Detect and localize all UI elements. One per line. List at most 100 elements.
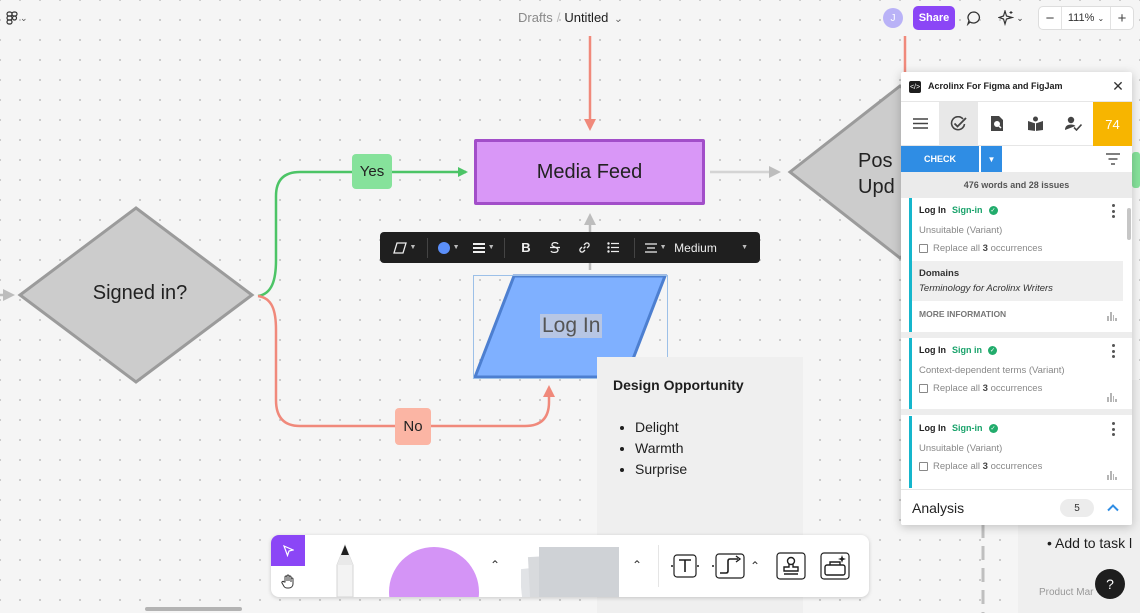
chevron-down-icon[interactable]: ⌄ — [614, 14, 622, 24]
code-icon: </> — [909, 81, 921, 93]
more-options-icon[interactable] — [1109, 344, 1117, 358]
chevron-down-icon: ⌄ — [1016, 12, 1024, 23]
analysis-label: Analysis — [912, 500, 965, 516]
issue-term: Log In — [919, 423, 946, 433]
replace-all-checkbox[interactable]: Replace all 3 occurrences — [919, 383, 1042, 394]
shape-picker-button[interactable]: ▼ — [388, 232, 421, 263]
share-button[interactable]: Share — [913, 6, 955, 30]
analysis-count-badge: 5 — [1060, 499, 1094, 517]
strikethrough-button[interactable] — [541, 232, 570, 263]
no-label-tag[interactable]: No — [395, 408, 431, 445]
font-size-dropdown[interactable]: Medium ▼ — [670, 232, 752, 263]
card-divider — [901, 332, 1132, 338]
link-button[interactable] — [570, 232, 599, 263]
login-text-editing[interactable]: Log In — [540, 314, 603, 338]
fill-color-button[interactable]: ▼ — [434, 232, 463, 263]
zoom-level: 111% — [1067, 12, 1095, 24]
check-badge-icon — [950, 115, 967, 130]
tab-review[interactable] — [1055, 102, 1093, 145]
figma-menu-button[interactable]: ⌄ — [6, 9, 32, 27]
checkbox-icon — [919, 384, 928, 393]
bar-chart-icon[interactable] — [1107, 471, 1117, 480]
chevron-up-icon[interactable] — [1105, 500, 1121, 516]
horizontal-scrollbar[interactable] — [145, 607, 242, 611]
stroke-weight-button[interactable]: ▼ — [469, 232, 498, 263]
bar-chart-icon[interactable] — [1107, 312, 1117, 321]
decision-diamond-signed-in[interactable] — [17, 206, 255, 384]
tab-guidance[interactable] — [1016, 102, 1054, 145]
replace-all-checkbox[interactable]: Replace all 3 occurrences — [919, 243, 1042, 254]
chevron-down-icon: ▼ — [659, 244, 667, 251]
issue-card[interactable]: Log In Sign in ✓ Context-dependent terms… — [909, 338, 1123, 409]
issue-card[interactable]: Log In Sign-in ✓ Unsuitable (Variant) Re… — [909, 198, 1123, 332]
domain-heading: Domains — [919, 268, 960, 279]
issue-suggestion[interactable]: Sign-in — [952, 205, 983, 215]
post-updates-label: Pos Upd — [858, 148, 918, 200]
replace-all-checkbox[interactable]: Replace all 3 occurrences — [919, 461, 1042, 472]
connector-yes[interactable] — [257, 167, 468, 298]
zoom-in-button[interactable]: + — [1117, 9, 1127, 27]
text-format-toolbar: ▼ ▼ ▼ B ▼ Medium ▼ — [380, 232, 760, 263]
help-button[interactable]: ? — [1095, 569, 1125, 599]
issue-description: Context-dependent terms (Variant) — [919, 365, 1065, 376]
issue-card[interactable]: Log In Sign-in ✓ Unsuitable (Variant) Re… — [909, 416, 1123, 488]
file-title[interactable]: Untitled — [564, 10, 609, 25]
widgets-tool-button[interactable] — [819, 550, 851, 582]
post-updates-line1: Pos — [858, 150, 893, 172]
color-swatch — [437, 241, 450, 254]
bar-chart-icon[interactable] — [1107, 393, 1117, 402]
text-tool-button[interactable] — [669, 550, 701, 582]
sticky-right-author: Product Mar — [1039, 587, 1094, 598]
more-options-icon[interactable] — [1109, 422, 1117, 436]
sticky-stack-tool[interactable] — [521, 547, 621, 597]
bulleted-list-button[interactable] — [599, 232, 628, 263]
shape-tool-circle[interactable] — [389, 547, 479, 597]
media-feed-label: Media Feed — [536, 160, 643, 183]
replace-all-label: Replace all 3 occurrences — [933, 243, 1043, 254]
chevron-up-icon[interactable]: ⌃ — [489, 558, 501, 572]
svg-text:⌃: ⌃ — [750, 559, 760, 573]
yes-label-tag[interactable]: Yes — [352, 154, 392, 189]
check-button[interactable]: CHECK — [901, 146, 979, 172]
stamp-tool-button[interactable] — [775, 550, 807, 582]
connector-no[interactable] — [257, 294, 555, 428]
avatar[interactable]: J — [883, 8, 903, 28]
zoom-level-dropdown[interactable]: 111% ⌄ — [1061, 7, 1111, 29]
tab-find[interactable] — [978, 102, 1016, 145]
issue-suggestion[interactable]: Sign in — [952, 345, 982, 355]
replace-all-label: Replace all 3 occurrences — [933, 461, 1043, 472]
more-options-icon[interactable] — [1109, 204, 1117, 218]
more-information-link[interactable]: MORE INFORMATION — [919, 309, 1007, 319]
ai-sparkle-menu-button[interactable]: ⌄ — [996, 8, 1026, 28]
issue-term: Log In — [919, 205, 946, 215]
filter-icon[interactable] — [1105, 152, 1121, 166]
hand-tool-button[interactable] — [271, 566, 305, 597]
breadcrumb-drafts[interactable]: Drafts — [518, 10, 553, 25]
panel-header: </> Acrolinx For Figma and FigJam ✕ — [901, 72, 1132, 102]
analysis-section[interactable]: Analysis 5 — [901, 489, 1132, 525]
check-options-dropdown[interactable]: ▼ — [981, 146, 1002, 172]
panel-tabs: 74 — [901, 102, 1132, 146]
panel-scrollbar[interactable] — [1127, 208, 1131, 240]
quality-score[interactable]: 74 — [1092, 102, 1132, 146]
media-feed-box[interactable]: Media Feed — [474, 139, 705, 205]
tab-menu[interactable] — [901, 102, 939, 145]
connector-tool-button[interactable]: ⌃ — [711, 550, 763, 582]
checkbox-icon — [919, 462, 928, 471]
tab-check[interactable] — [939, 102, 978, 145]
breadcrumb-separator: / — [556, 10, 561, 25]
align-center-icon — [644, 242, 657, 253]
comment-icon[interactable] — [964, 8, 984, 28]
acrolinx-plugin-panel: </> Acrolinx For Figma and FigJam ✕ 74 C… — [901, 72, 1132, 525]
text-align-button[interactable]: ▼ — [641, 232, 670, 263]
pen-tool[interactable] — [327, 543, 363, 597]
move-tool-button[interactable] — [271, 535, 305, 566]
chevron-down-icon: ▼ — [987, 154, 996, 164]
zoom-out-button[interactable]: − — [1045, 9, 1055, 27]
sparkle-icon — [998, 10, 1015, 26]
close-icon[interactable]: ✕ — [1112, 77, 1124, 94]
bold-button[interactable]: B — [521, 240, 531, 255]
issue-suggestion[interactable]: Sign-in — [952, 423, 983, 433]
connector-icon: ⌃ — [712, 553, 760, 579]
chevron-up-icon[interactable]: ⌃ — [631, 558, 643, 572]
